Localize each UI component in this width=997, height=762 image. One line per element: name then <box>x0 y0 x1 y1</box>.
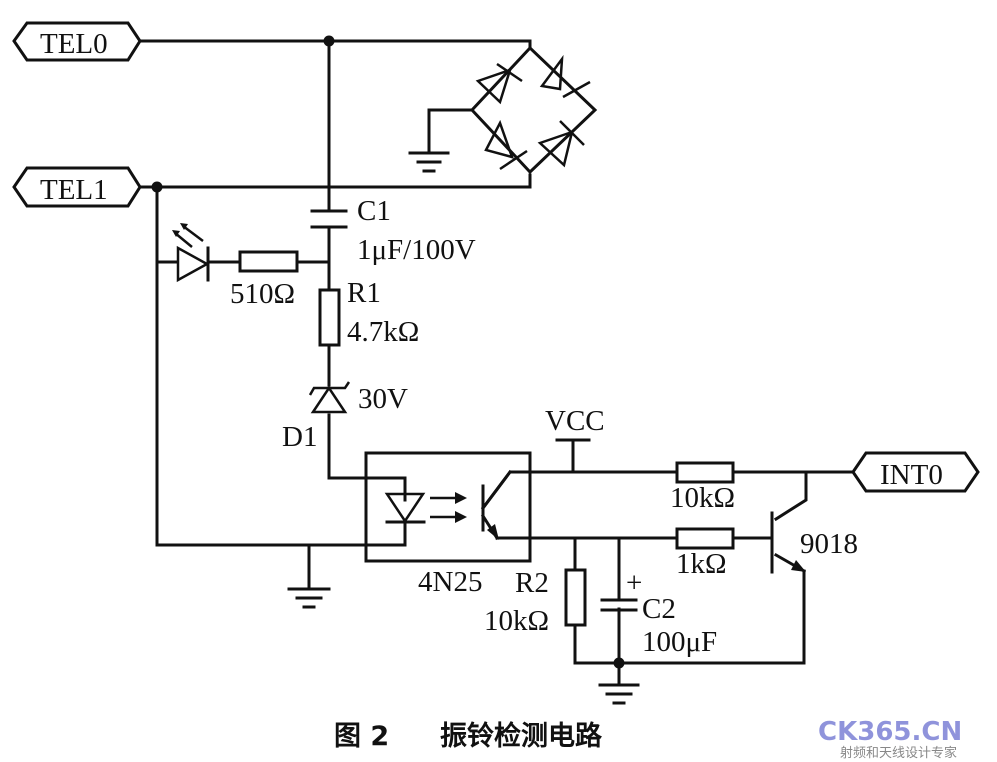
indicator-led <box>172 223 210 283</box>
r-pullup-value: 10kΩ <box>670 482 735 514</box>
c2-polarity: + <box>626 567 642 599</box>
capacitor-c1 <box>310 209 348 229</box>
figure-title: 振铃检测电路 <box>440 720 603 752</box>
c2-name: C2 <box>642 593 676 625</box>
resistor-r2 <box>564 568 587 627</box>
r-led-value: 510Ω <box>230 278 295 310</box>
optocoupler-label: 4N25 <box>418 566 482 598</box>
port-tel1: TEL1 <box>12 166 142 208</box>
transistor-9018 <box>770 511 807 574</box>
port-int0: INT0 <box>851 451 980 493</box>
resistor-510 <box>238 250 299 273</box>
ground-icon <box>598 683 640 705</box>
r-base-value: 1kΩ <box>676 548 727 580</box>
r2-value: 10kΩ <box>484 605 549 637</box>
d1-value: 30V <box>358 383 408 415</box>
figure-number: 图 2 <box>334 721 389 752</box>
c1-value: 1μF/100V <box>357 234 476 266</box>
r1-value: 4.7kΩ <box>347 316 419 348</box>
port-tel0-label: TEL0 <box>40 28 108 60</box>
c1-name: C1 <box>357 195 391 227</box>
port-tel1-label: TEL1 <box>40 174 108 206</box>
r1-name: R1 <box>347 277 381 309</box>
port-int0-label: INT0 <box>880 459 943 491</box>
bridge-rectifier <box>408 45 598 175</box>
port-tel0: TEL0 <box>12 21 142 62</box>
watermark-tagline: 射频和天线设计专家 <box>840 745 957 761</box>
junction-dot <box>323 35 335 47</box>
zener-diode-d1 <box>308 381 351 414</box>
resistor-pullup-10k <box>675 461 735 484</box>
resistor-r1 <box>318 288 341 347</box>
d1-name: D1 <box>282 421 317 453</box>
transistor-label: 9018 <box>800 528 858 560</box>
ground-icon <box>287 587 331 609</box>
c2-value: 100μF <box>642 626 717 658</box>
resistor-base-1k <box>675 527 735 550</box>
capacitor-c2 <box>600 598 638 612</box>
vcc-label: VCC <box>545 405 605 437</box>
r2-name: R2 <box>515 567 549 599</box>
junction-dot <box>613 657 625 669</box>
optocoupler-4n25 <box>364 451 532 563</box>
junction-dot <box>151 181 163 193</box>
watermark-brand: CK365.CN <box>818 717 962 747</box>
